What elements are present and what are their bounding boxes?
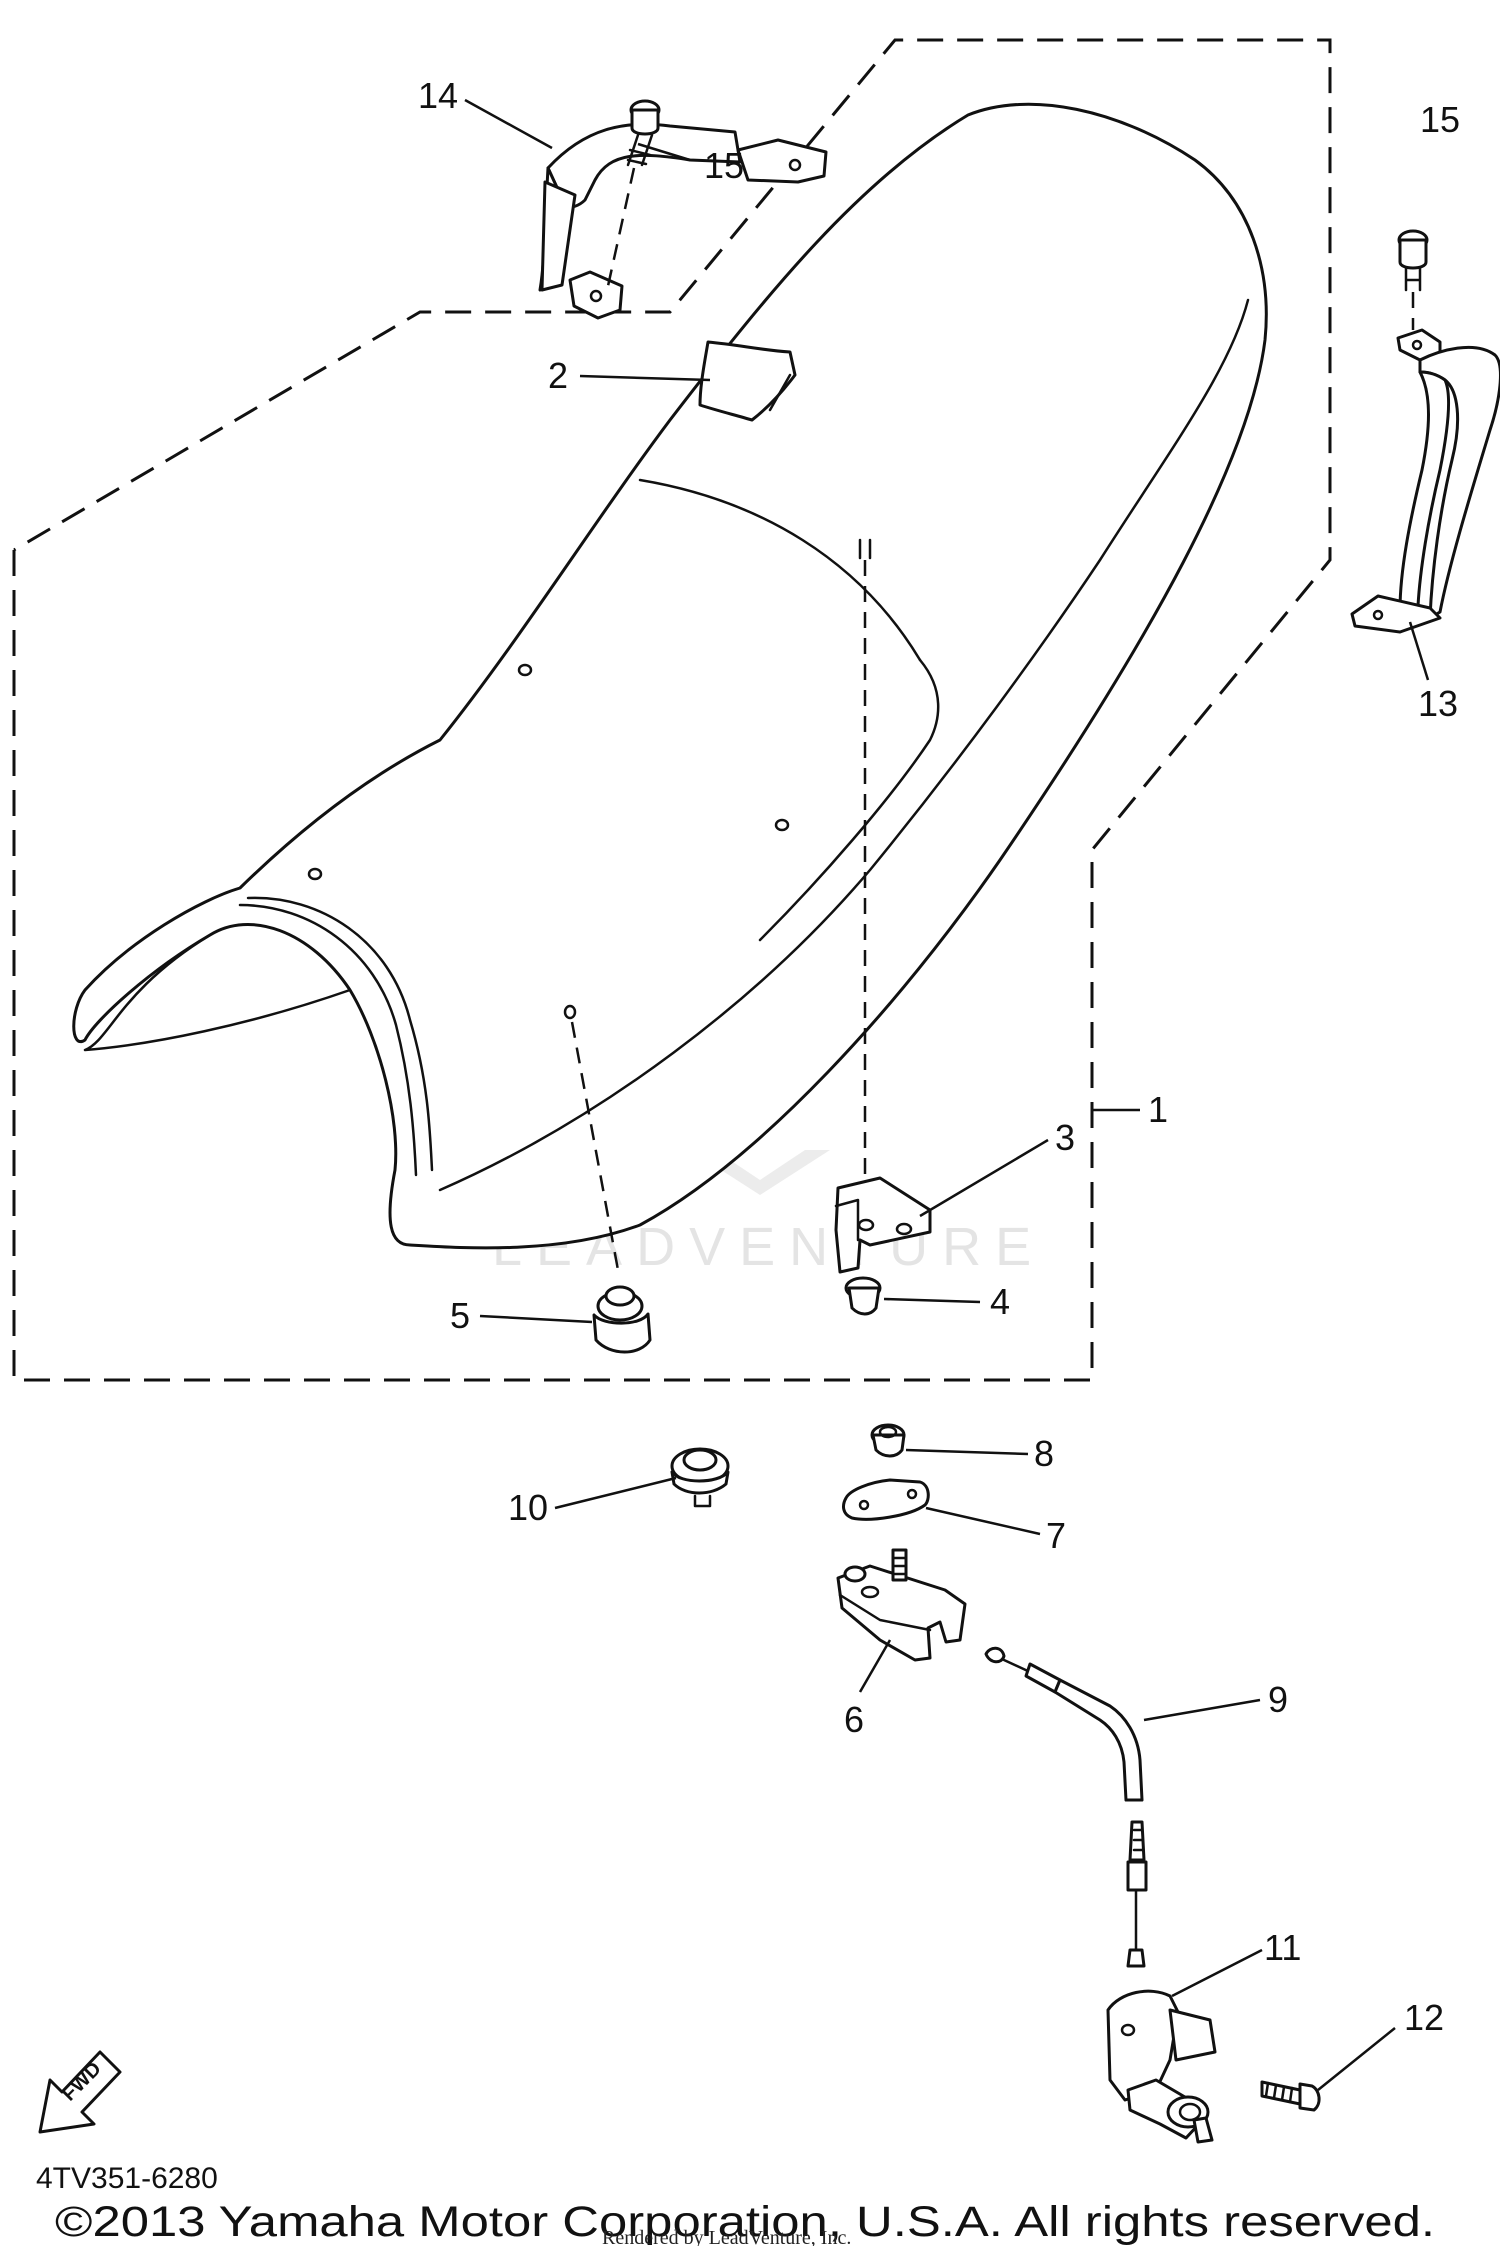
bolt-12 <box>1260 2080 1321 2112</box>
callout-13: 13 <box>1418 683 1458 724</box>
callout-2: 2 <box>548 355 568 396</box>
callout-14: 14 <box>418 75 458 116</box>
seat-lock-cable-9 <box>984 1646 1148 1968</box>
damper-10 <box>670 1447 730 1508</box>
callout-5: 5 <box>450 1295 470 1336</box>
callout-10: 10 <box>508 1487 548 1528</box>
seat-lock-11 <box>1106 1989 1217 2144</box>
seat-body <box>72 102 1268 1250</box>
callout-4: 4 <box>990 1281 1010 1322</box>
nut-4 <box>844 1276 882 1316</box>
grab-bar-left <box>538 122 828 320</box>
rendered-by-note: Rendered by LeadVenture, Inc. <box>602 2227 851 2246</box>
bracket-3 <box>834 1176 932 1274</box>
callout-1: 1 <box>1148 1089 1168 1130</box>
leader-lines <box>464 98 1430 2091</box>
damper-5 <box>592 1285 652 1354</box>
callout-3: 3 <box>1055 1117 1075 1158</box>
bolt-15-right <box>1397 229 1429 330</box>
callout-6: 6 <box>844 1699 864 1740</box>
grab-bar-right <box>1350 328 1500 634</box>
bolt-15-left <box>606 99 661 287</box>
part-code: 4TV351-6280 <box>36 2162 218 2195</box>
callout-8: 8 <box>1034 1433 1054 1474</box>
seat-strap <box>698 340 797 422</box>
callout-12: 12 <box>1404 1997 1444 2038</box>
bracket-mount-pin <box>858 538 872 560</box>
assembly-boundary <box>12 38 1332 1382</box>
callout-15-left: 15 <box>704 145 744 186</box>
callout-7: 7 <box>1046 1515 1066 1556</box>
nut-8 <box>870 1423 906 1458</box>
copyright-notice: ©2013 Yamaha Motor Corporation, U.S.A. A… <box>55 2198 1435 2246</box>
forward-direction-arrow: FWD <box>38 2050 122 2134</box>
plate-7 <box>842 1478 930 1521</box>
hidden-line-damper <box>570 1021 620 1271</box>
callout-15-right: 15 <box>1420 99 1460 140</box>
callout-11: 11 <box>1264 1927 1301 1968</box>
callout-labels: 14 15 15 2 13 1 3 4 5 10 8 7 6 9 11 12 <box>418 75 1460 2038</box>
lock-bracket-6 <box>836 1548 967 1662</box>
callout-9: 9 <box>1268 1679 1288 1720</box>
